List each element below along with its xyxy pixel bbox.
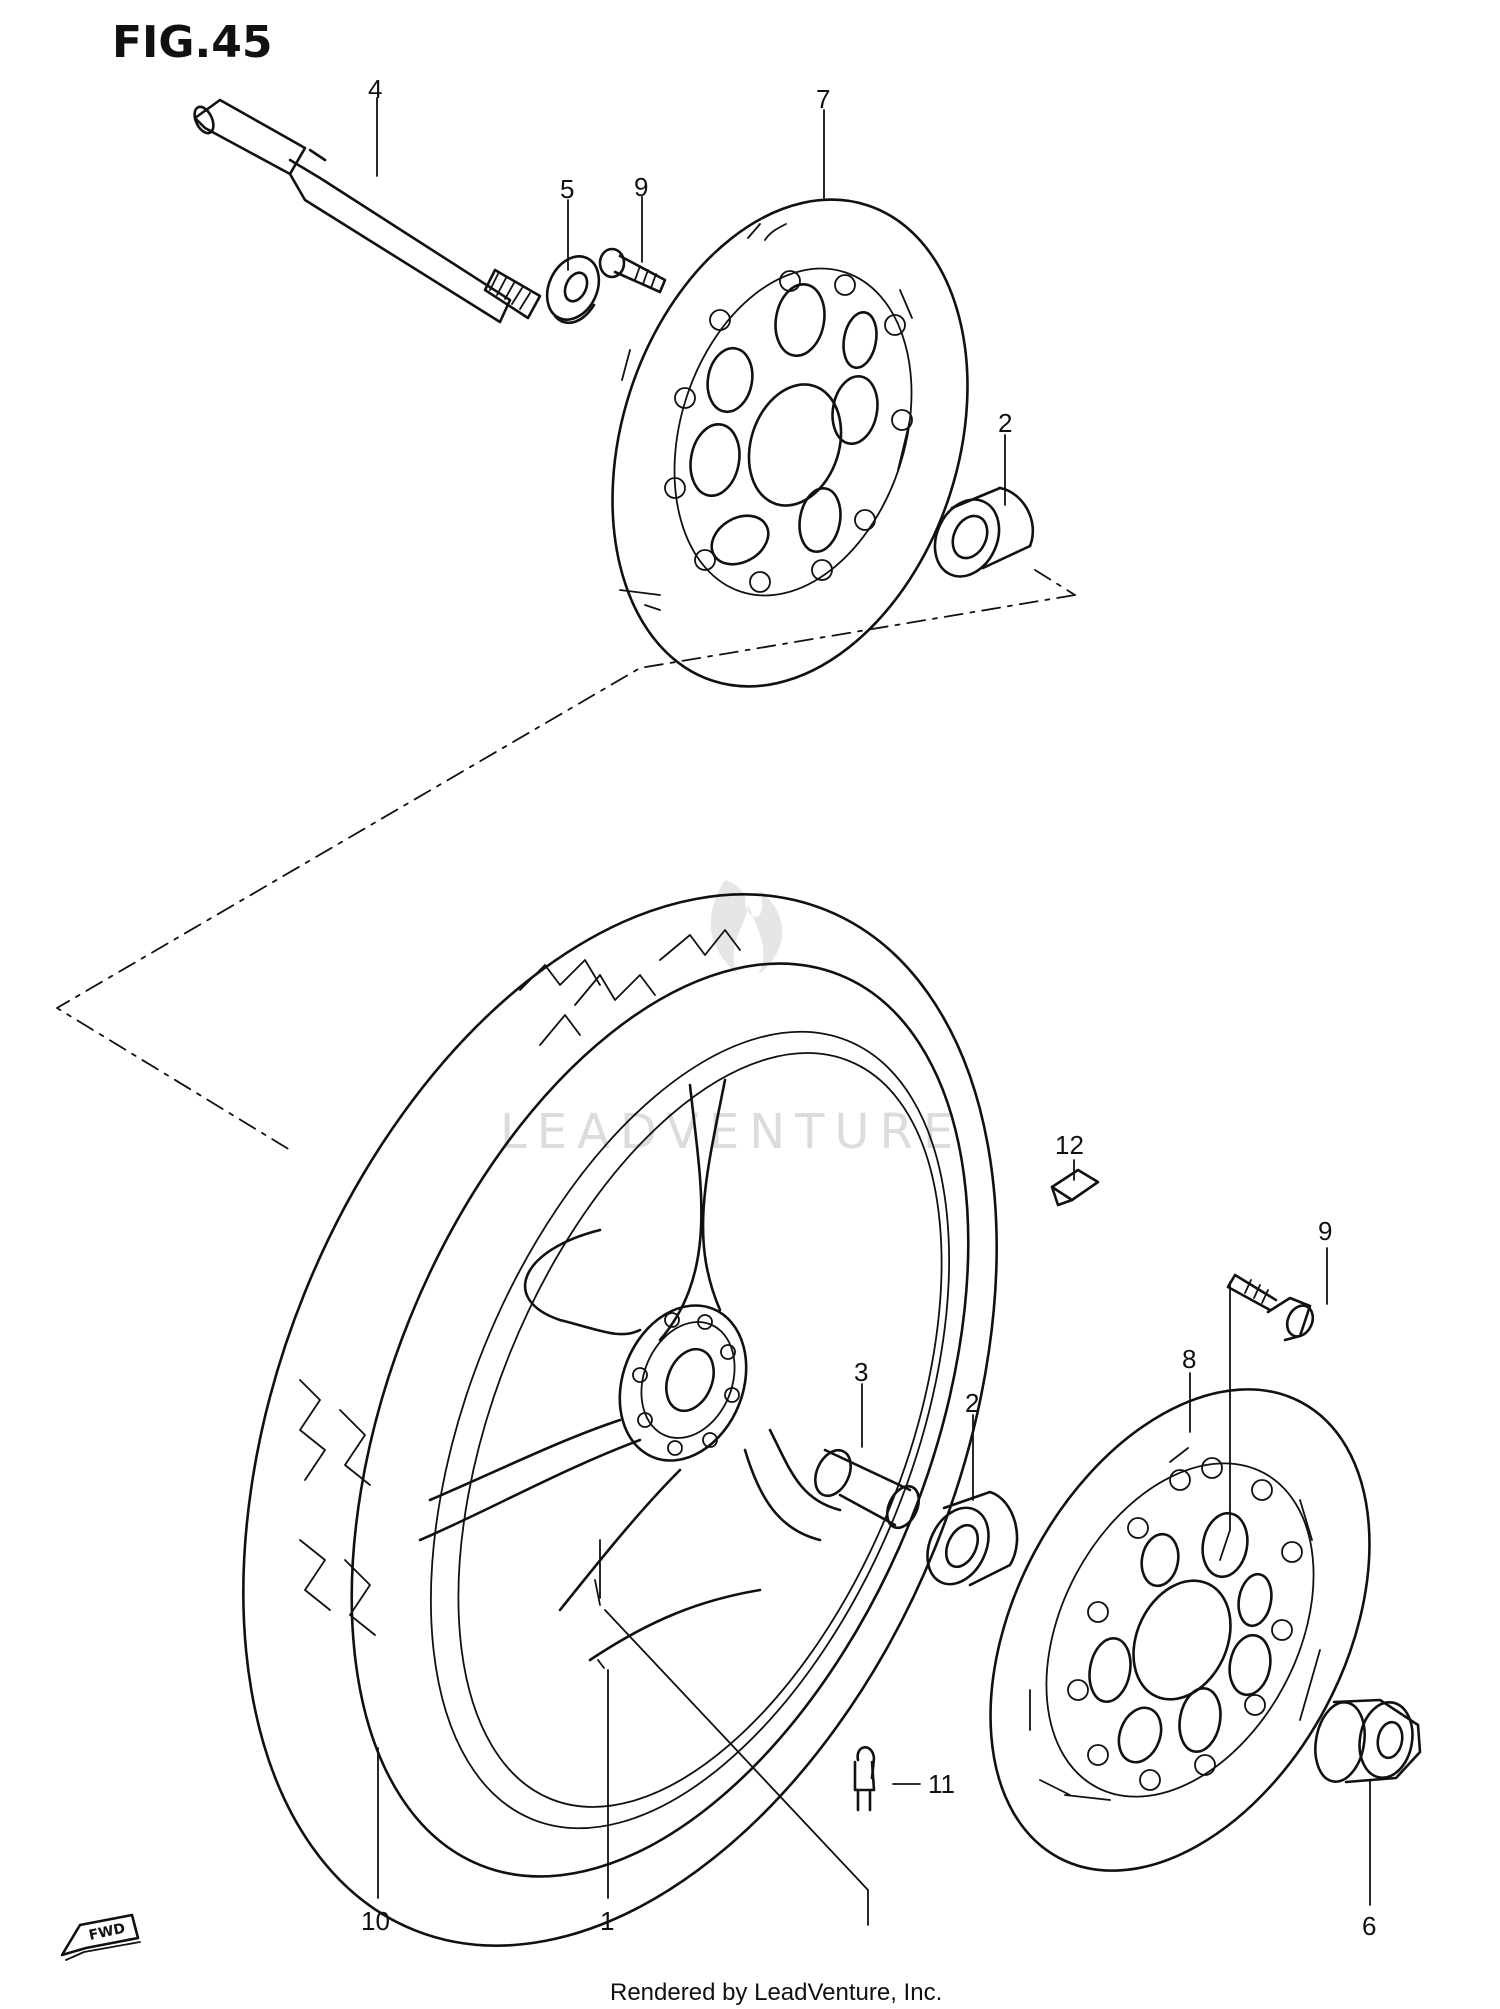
callout-4: 4 [368, 74, 382, 104]
wheel-spacer [814, 1448, 921, 1530]
leadventure-watermark: LEADVENTURE [500, 880, 963, 1160]
front-wheel-tire [242, 893, 998, 1947]
callout-9-top: 9 [634, 172, 648, 202]
footer-credit: Rendered by LeadVenture, Inc. [610, 1979, 942, 2006]
callout-6: 6 [1362, 1911, 1376, 1941]
callout-3: 3 [854, 1357, 868, 1387]
wheel-bearing-upper [933, 486, 1035, 578]
watermark-text: LEADVENTURE [500, 1104, 963, 1160]
oil-seal [1314, 1698, 1422, 1784]
disc-bolt-lower [1226, 1273, 1315, 1342]
forward-arrow-icon: FWD [60, 1913, 141, 1961]
callout-7: 7 [816, 84, 830, 114]
callout-2-top: 2 [998, 408, 1012, 438]
callout-2-lower: 2 [965, 1388, 979, 1418]
washer [545, 255, 601, 325]
callout-12: 12 [1055, 1130, 1084, 1160]
callout-11: 11 [928, 1769, 955, 1799]
callout-9-lower: 9 [1318, 1216, 1332, 1246]
disc-bolt-top [598, 247, 667, 294]
callout-5: 5 [560, 174, 574, 204]
front-axle [193, 98, 542, 324]
callout-10: 10 [361, 1906, 390, 1936]
callout-1: 1 [600, 1906, 614, 1936]
fwd-label: FWD [88, 1921, 127, 1944]
leader-lines [376, 97, 1371, 1926]
wheel-bearing-lower [926, 1490, 1019, 1587]
callout-8: 8 [1182, 1344, 1196, 1374]
brake-disc-lower [989, 1388, 1371, 1872]
tire-valve [853, 1746, 876, 1812]
seal-clip [1050, 1168, 1100, 1207]
brake-disc-upper [611, 198, 969, 688]
figure-title: FIG.45 [112, 17, 273, 68]
